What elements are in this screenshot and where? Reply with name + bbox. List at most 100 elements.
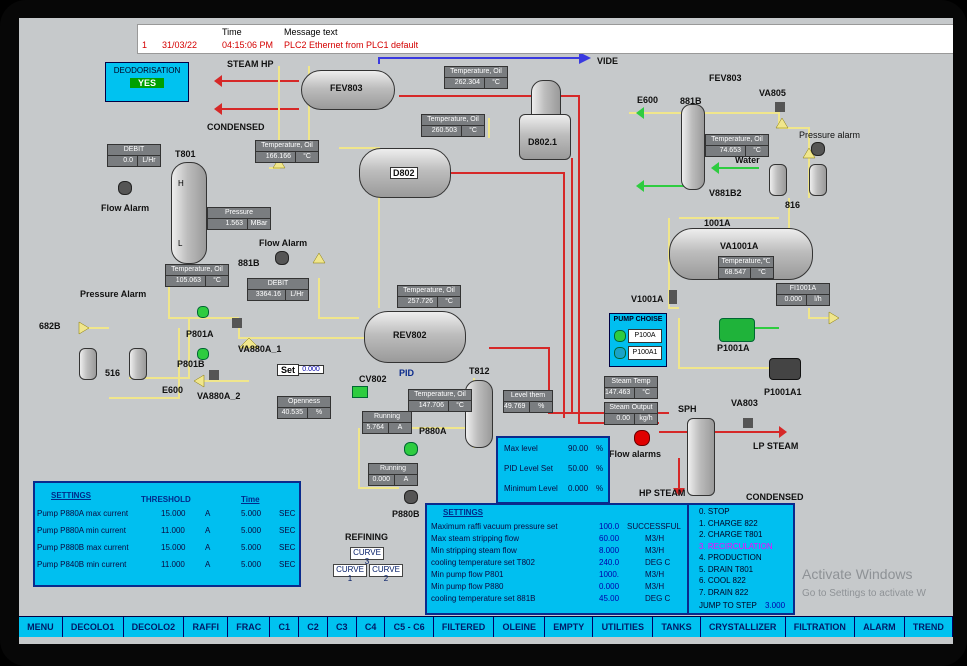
vessel-d802-1[interactable]: D802.1 — [519, 114, 571, 160]
setting-row-value[interactable]: 60.00 — [599, 534, 620, 543]
vessel-t801[interactable]: H L — [171, 162, 207, 264]
valve-va880a2-icon[interactable] — [209, 370, 219, 380]
pump-p1001a-icon[interactable] — [719, 318, 755, 342]
nav-filtered[interactable]: FILTERED — [434, 617, 495, 637]
setting-row-unit: M3/H — [645, 582, 665, 591]
pump-p880a-icon[interactable] — [404, 442, 418, 456]
curve3-button[interactable]: CURVE 3 — [350, 547, 384, 566]
valve-v1001a-icon[interactable] — [669, 290, 677, 304]
setting-row-label: Min pump flow P801 — [431, 570, 504, 579]
label-816: 816 — [785, 200, 801, 210]
label-516: 516 — [105, 368, 121, 378]
alarm-col-time: Time — [222, 27, 242, 37]
pump-p880b-icon[interactable] — [404, 490, 418, 504]
nav-utilities[interactable]: UTILITIES — [593, 617, 654, 637]
nav-crystallizer[interactable]: CRYSTALLIZER — [701, 617, 786, 637]
threshold-row-value[interactable]: 15.000 — [161, 509, 186, 518]
curve1-button[interactable]: CURVE 1 — [333, 564, 367, 583]
settings-left-title: SETTINGS — [51, 491, 92, 500]
deodorisation-panel: DEODORISATION YES — [105, 62, 189, 102]
nav-empty[interactable]: EMPTY — [545, 617, 594, 637]
jump-to-step-label: JUMP TO STEP — [699, 601, 757, 610]
nav-decolo1[interactable]: DECOLO1 — [63, 617, 124, 637]
threshold-row-time[interactable]: 5.000 — [241, 526, 262, 535]
vessel-fev803[interactable]: FEV803 — [301, 70, 395, 110]
nav-c5-c6[interactable]: C5 - C6 — [385, 617, 434, 637]
alarm-banner[interactable]: Time Message text 1 31/03/22 04:15:06 PM… — [137, 24, 953, 54]
pump-p1001a1-icon[interactable] — [769, 358, 801, 380]
settings-left-panel: SETTINGS THRESHOLD Time Pump P880A max c… — [33, 481, 301, 587]
threshold-row-value[interactable]: 11.000 — [161, 526, 185, 535]
vessel-d802[interactable]: D802 — [359, 148, 451, 198]
vessel-d802-1-top — [531, 80, 561, 116]
label-refining: REFINING — [345, 532, 389, 542]
pump-choise-opt1-indicator[interactable] — [614, 330, 626, 342]
step-item[interactable]: 3. RECIRCULATION — [699, 541, 773, 551]
pump-p801b-icon[interactable] — [197, 348, 209, 360]
threshold-row-label: Pump P880B max current — [37, 543, 129, 552]
nav-oleine[interactable]: OLEINE — [494, 617, 546, 637]
pump-choise-opt2-indicator[interactable] — [614, 347, 626, 359]
step-item[interactable]: 0. STOP — [699, 507, 730, 516]
jump-to-step-value[interactable]: 3.000 — [765, 601, 786, 610]
nav-c1[interactable]: C1 — [270, 617, 300, 637]
threshold-row-value[interactable]: 15.000 — [161, 543, 186, 552]
set-value[interactable]: 0.000 — [298, 365, 324, 374]
vacuum-line — [378, 57, 579, 64]
nav-c3[interactable]: C3 — [328, 617, 357, 637]
vessel-881b[interactable] — [681, 104, 705, 190]
step-item[interactable]: 5. DRAIN T801 — [699, 564, 754, 574]
label-p801b: P801B — [177, 359, 205, 369]
setting-row-value[interactable]: 8.000 — [599, 546, 620, 555]
nav-alarm[interactable]: ALARM — [855, 617, 905, 637]
nav-trend[interactable]: TREND — [905, 617, 953, 637]
step-item[interactable]: 7. DRAIN 822 — [699, 587, 749, 597]
nav-decolo2[interactable]: DECOLO2 — [124, 617, 185, 637]
step-item[interactable]: 4. PRODUCTION — [699, 553, 762, 562]
step-item[interactable]: 1. CHARGE 822 — [699, 518, 758, 528]
valve-va880a1-icon[interactable] — [232, 318, 242, 328]
max-level-value[interactable]: 90.00 — [568, 444, 589, 453]
vessel-rev802[interactable]: REV802 — [364, 311, 466, 363]
nav-menu[interactable]: MENU — [19, 617, 63, 637]
curve2-button[interactable]: CURVE 2 — [369, 564, 403, 583]
nav-raffi[interactable]: RAFFI — [184, 617, 229, 637]
pump-choise-opt1[interactable]: P100A — [628, 329, 662, 343]
step-item[interactable]: 6. COOL 822 — [699, 576, 746, 585]
valve-va805-icon[interactable] — [775, 102, 785, 112]
setting-row-value[interactable]: 100.0 — [599, 522, 620, 531]
nav-c2[interactable]: C2 — [299, 617, 328, 637]
label-p880a: P880A — [419, 426, 447, 436]
valve-va803-icon[interactable] — [743, 418, 753, 428]
pump-choise-opt2[interactable]: P100A1 — [628, 346, 662, 360]
setting-row-unit: M3/H — [645, 570, 665, 579]
threshold-row-time[interactable]: 5.000 — [241, 543, 262, 552]
setting-row-value[interactable]: 240.0 — [599, 558, 620, 567]
step-item[interactable]: 2. CHARGE T801 — [699, 530, 763, 539]
vessel-sph[interactable] — [687, 418, 715, 496]
pressure-alarm-right-indicator — [811, 142, 825, 156]
threshold-row-time[interactable]: 5.000 — [241, 509, 262, 518]
threshold-row-value[interactable]: 11.000 — [161, 560, 185, 569]
setting-row-value[interactable]: 1000. — [599, 570, 620, 579]
nav-filtration[interactable]: FILTRATION — [786, 617, 855, 637]
setting-row-value[interactable]: 0.000 — [599, 582, 620, 591]
label-va880a2: VA880A_2 — [197, 391, 241, 401]
setting-row-value[interactable]: 45.00 — [599, 594, 620, 603]
valve-cv802-icon[interactable] — [352, 386, 368, 398]
nav-frac[interactable]: FRAC — [228, 617, 271, 637]
pid-level-value[interactable]: 50.00 — [568, 464, 589, 473]
label-steam-hp: STEAM HP — [227, 59, 274, 69]
min-level-value[interactable]: 0.000 — [568, 484, 589, 493]
nav-c4[interactable]: C4 — [357, 617, 386, 637]
nav-tanks[interactable]: TANKS — [653, 617, 701, 637]
setting-row-label: Min stripping steam flow — [431, 546, 517, 555]
tank-816-a — [769, 164, 787, 196]
label-va803: VA803 — [731, 398, 758, 408]
pump-p801a-icon[interactable] — [197, 306, 209, 318]
threshold-row-time[interactable]: 5.000 — [241, 560, 262, 569]
